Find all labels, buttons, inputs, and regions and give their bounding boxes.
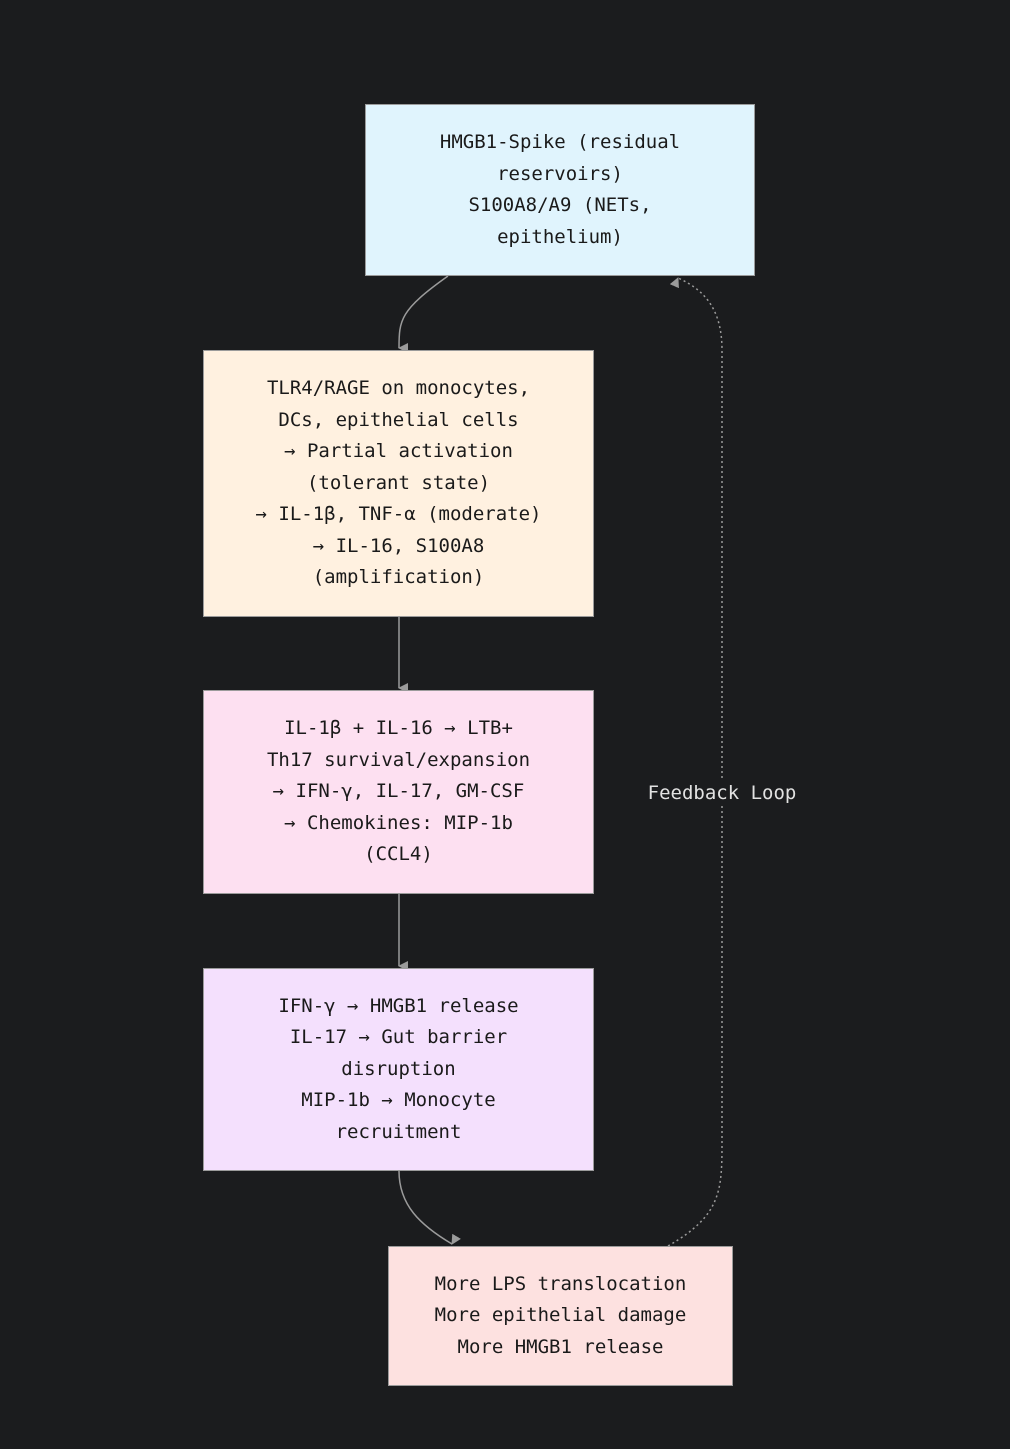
node-text-line: → Chemokines: MIP-1b (284, 811, 513, 834)
node-text-line: (tolerant state) (306, 471, 491, 494)
node-text-line: recruitment (335, 1120, 462, 1143)
node-text-line: → IL-16, S100A8 (312, 534, 485, 557)
node-text-line: More epithelial damage (434, 1304, 687, 1327)
node-text-line: Th17 survival/expansion (266, 748, 531, 771)
node-text-line: DCs, epithelial cells (278, 408, 519, 431)
node-text-line: → Partial activation (284, 440, 513, 463)
node-text-line: (CCL4) (364, 843, 433, 866)
node-text-line: IL-17 → Gut barrier (289, 1026, 508, 1049)
node-text-line: More LPS translocation (434, 1272, 687, 1295)
node-amplified-damage: More LPS translocation More epithelial d… (388, 1246, 733, 1386)
edge-n4-n5 (398, 1170, 461, 1245)
node-text-line: IFN-γ → HMGB1 release (278, 994, 519, 1017)
node-text-line: (amplification) (312, 566, 485, 589)
node-text-line: → IFN-γ, IL-17, GM-CSF (272, 780, 525, 803)
edge-n5-n1-feedback (667, 277, 723, 1247)
node-text-line: S100A8/A9 (NETs, (468, 194, 652, 216)
node-text-line: TLR4/RAGE on monocytes, (266, 377, 531, 400)
node-text-line: → IL-1β, TNF-α (moderate) (255, 503, 542, 526)
node-hmgb1-spike: HMGB1-Spike (residual reservoirs) S100A8… (365, 104, 755, 276)
node-effector-outcomes: IFN-γ → HMGB1 release IL-17 → Gut barrie… (203, 968, 594, 1171)
node-text-line: More HMGB1 release (457, 1335, 664, 1358)
node-text-line: reservoirs) (497, 162, 623, 185)
node-text-line: HMGB1-Spike (residual (439, 131, 681, 153)
node-tlr4-rage-activation: TLR4/RAGE on monocytes, DCs, epithelial … (203, 350, 594, 617)
node-text-line: epithelium) (497, 225, 623, 248)
node-text-line: IL-1β + IL-16 → LTB+ (284, 717, 513, 740)
node-text-line: MIP-1b → Monocyte (301, 1089, 496, 1112)
edge-n1-n2 (398, 275, 449, 354)
feedback-loop-label: Feedback Loop (640, 780, 804, 806)
node-th17-expansion: IL-1β + IL-16 → LTB+ Th17 survival/expan… (203, 690, 594, 894)
node-text-line: disruption (341, 1057, 456, 1080)
